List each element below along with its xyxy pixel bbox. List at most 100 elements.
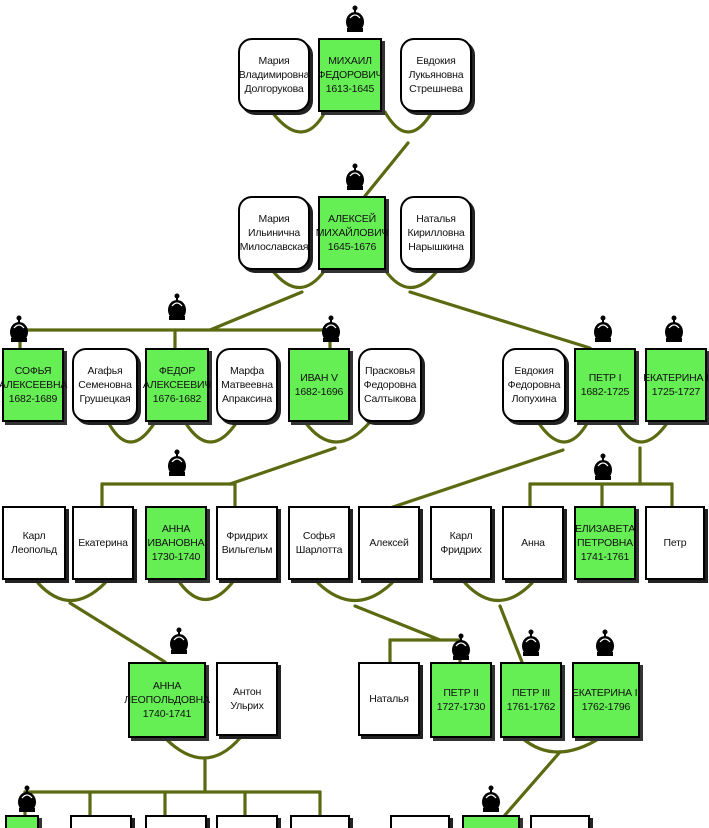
person-name-line: Шарлотта xyxy=(295,544,343,556)
ruler-ekaterina-ii: ЕКАТЕРИНА II 1762-1796 xyxy=(572,662,640,738)
person-name-line: Ильинична xyxy=(248,226,300,239)
person-praskovia-saltykova: Прасковья Федоровна Салтыкова xyxy=(358,348,422,422)
crown-icon xyxy=(168,293,186,320)
crown-icon xyxy=(322,315,340,342)
person-agafia-grushetskaya: Агафья Семеновна Грушецкая xyxy=(72,348,138,422)
person-name-line: Ульрих xyxy=(230,700,264,712)
person-name-line: Грушецкая xyxy=(79,393,131,406)
crown-icon xyxy=(18,785,36,812)
ruler-fedor-alekseevich: ФЕДОР АЛЕКСЕЕВИЧ 1676-1682 xyxy=(142,348,212,422)
person-marfa-apraksina: Марфа Матвеевна Апраксина xyxy=(216,348,278,422)
ruler-ivan-v: ИВАН V 1682-1696 xyxy=(288,348,350,422)
person-fridrih-vilgelm: Фридрих Вильгельм xyxy=(216,506,278,580)
ruler-reign-years: 1730-1740 xyxy=(151,551,201,564)
person-name-line: Лукьяновна xyxy=(408,68,464,81)
ruler-name-line: АЛЕКСЕЕВНА xyxy=(0,378,68,391)
crown-icon xyxy=(10,315,28,342)
person-name-line: Наталья xyxy=(369,692,409,705)
ruler-name-line: ПЕТР II xyxy=(443,686,479,699)
person-name-line: Федоровна xyxy=(507,378,561,391)
person-name-line: Антон xyxy=(232,685,262,698)
person-name-line: Стрешнева xyxy=(409,83,463,96)
ruler-ekaterina-i: ЕКАТЕРИНА I 1725-1727 xyxy=(643,348,709,422)
crown-icon xyxy=(522,629,540,656)
person-name-line: Петр xyxy=(663,536,687,549)
person-name-line: Владимировна xyxy=(238,68,310,81)
ruler-name-line: ФЕДОРОВИЧ xyxy=(317,68,383,81)
ruler-name-line: АННА xyxy=(161,522,191,535)
ruler-mikhail-fedorovich: МИХАИЛ ФЕДОРОВИЧ 1613-1645 xyxy=(317,38,383,112)
ruler-reign-years: 1645-1676 xyxy=(327,241,377,254)
ruler-name-line: ЕКАТЕРИНА I xyxy=(643,371,709,384)
person-evdokia-streshneva: Евдокия Лукьяновна Стрешнева xyxy=(400,38,472,112)
person-evdokia-lopukhina: Евдокия Федоровна Лопухина xyxy=(502,348,566,422)
person-name-line: Карл xyxy=(22,529,46,542)
crown-icon xyxy=(452,633,470,660)
person-anton-ulrih: Антон Ульрих xyxy=(216,662,278,736)
crown-icon xyxy=(168,449,186,476)
person-ekaterina-ivanovna: Екатерина xyxy=(72,506,134,580)
ruler-name-line: АННА xyxy=(152,679,182,692)
person-maria-miloslavskaya: Мария Ильинична Милославская xyxy=(238,196,310,270)
ruler-reign-years: 1762-1796 xyxy=(581,701,631,713)
person-name-line: Нарышкина xyxy=(408,241,464,254)
ruler-petr-ii: ПЕТР II 1727-1730 xyxy=(430,662,492,738)
person-name-line: Кирилловна xyxy=(407,226,465,239)
ruler-aleksei-mikhailovich: АЛЕКСЕЙ МИХАЙЛОВИЧ 1645-1676 xyxy=(316,196,388,270)
person-sofia-sharlotta: Софья Шарлотта xyxy=(288,506,350,580)
person-natalia-naryshkina: Наталья Кирилловна Нарышкина xyxy=(400,196,472,270)
person-name-line: Долгорукова xyxy=(244,83,304,96)
ruler-name-line: ПЕТР I xyxy=(588,371,622,384)
person-name-line: Мария xyxy=(258,54,290,67)
person-cropped-gen6 xyxy=(290,815,350,828)
crown-icon xyxy=(346,5,364,32)
ruler-reign-years: 1682-1725 xyxy=(580,386,630,398)
ruler-elizaveta-petrovna: ЕЛИЗАВЕТА ПЕТРОВНА 1741-1761 xyxy=(574,506,636,580)
person-name-line: Евдокия xyxy=(416,54,456,67)
person-cropped-gen6 xyxy=(530,815,590,828)
crown-icon xyxy=(482,785,500,812)
person-name-line: Алексей xyxy=(369,536,409,549)
person-anna-petrovna: Анна xyxy=(502,506,564,580)
crown-icon xyxy=(594,453,612,480)
person-name-line: Наталья xyxy=(416,212,456,225)
ruler-name-line: ЛЕОПОЛЬДОВНА xyxy=(124,693,210,706)
crown-icon xyxy=(594,315,612,342)
ruler-reign-years: 1727-1730 xyxy=(436,701,486,713)
ruler-sofia-alekseevna: СОФЬЯ АЛЕКСЕЕВНА 1682-1689 xyxy=(0,348,68,422)
person-maria-dolgorukova: Мария Владимировна Долгорукова xyxy=(238,38,310,112)
crown-icon xyxy=(170,627,188,654)
person-name-line: Екатерина xyxy=(78,536,128,549)
person-cropped-gen6 xyxy=(70,815,132,828)
person-name-line: Семеновна xyxy=(78,378,132,391)
person-name-line: Салтыкова xyxy=(363,393,417,406)
ruler-reign-years: 1725-1727 xyxy=(651,386,701,398)
person-karl-leopold: Карл Леопольд xyxy=(2,506,66,580)
ruler-name-line: ПЕТР III xyxy=(511,686,551,699)
ruler-petr-iii: ПЕТР III 1761-1762 xyxy=(500,662,562,738)
person-cropped-gen6 xyxy=(145,815,207,828)
person-name-line: Матвеевна xyxy=(221,378,273,391)
ruler-name-line: ИВАН V xyxy=(300,371,338,384)
ruler-name-line: АЛЕКСЕЕВИЧ xyxy=(142,378,212,391)
ruler-name-line: АЛЕКСЕЙ xyxy=(328,212,376,225)
person-name-line: Марфа xyxy=(229,364,265,377)
person-cropped-gen6 xyxy=(390,815,450,828)
ruler-reign-years: 1740-1741 xyxy=(142,708,192,721)
ruler-reign-years: 1676-1682 xyxy=(152,393,202,406)
person-name-line: Софья xyxy=(302,529,336,542)
person-name-line: Фридрих xyxy=(226,529,268,542)
person-name-line: Милославская xyxy=(239,241,309,254)
ruler-name-line: ФЕДОР xyxy=(158,364,196,377)
person-cropped-gen6 xyxy=(216,815,278,828)
ruler-cropped-gen6 xyxy=(462,815,520,828)
ruler-reign-years: 1682-1696 xyxy=(294,386,344,398)
ruler-reign-years: 1761-1762 xyxy=(506,701,556,713)
person-name-line: Агафья xyxy=(87,364,123,377)
person-name-line: Евдокия xyxy=(514,364,554,377)
person-name-line: Карл xyxy=(449,529,473,542)
ruler-anna-leopoldovna: АННА ЛЕОПОЛЬДОВНА 1740-1741 xyxy=(124,662,210,738)
crown-icon xyxy=(346,163,364,190)
person-petr-petrovich: Петр xyxy=(645,506,705,580)
